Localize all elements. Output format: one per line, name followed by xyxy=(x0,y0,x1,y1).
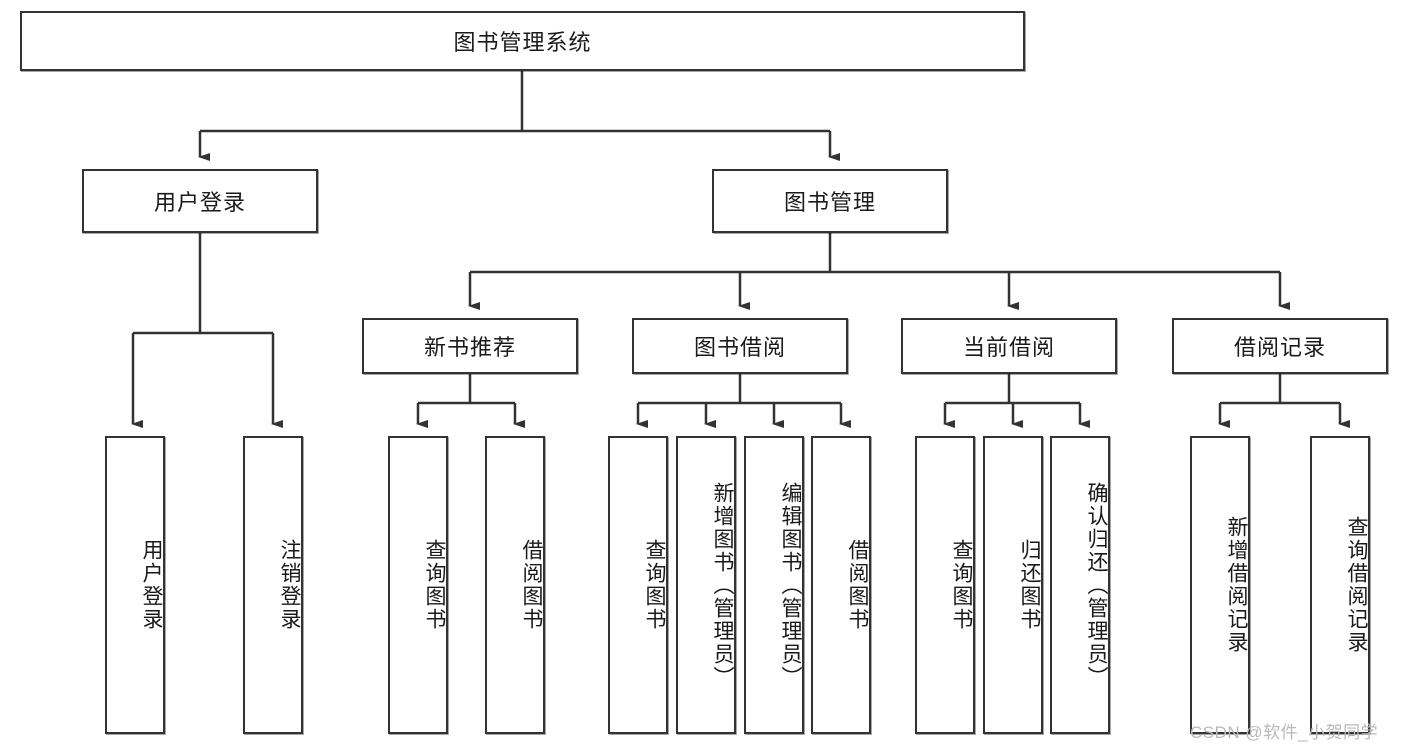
node-borrow-record[interactable]: 借阅记录 xyxy=(1172,318,1388,374)
node-label: 用户登录 xyxy=(153,190,246,215)
leaf-borrow-book-recommend[interactable]: 借阅图书 xyxy=(485,436,545,734)
node-user-login[interactable]: 用户登录 xyxy=(82,169,318,233)
leaf-return-book[interactable]: 归还图书 xyxy=(983,436,1043,734)
node-label: 图书管理系统 xyxy=(453,30,592,55)
node-label: 当前借阅 xyxy=(962,335,1055,360)
watermark-text: CSDN @软件_小贺同学 xyxy=(1190,723,1379,742)
node-label: 确认归还（管理员） xyxy=(1085,481,1108,689)
node-label: 新增图书（管理员） xyxy=(711,481,734,689)
node-label: 编辑图书（管理员） xyxy=(779,481,802,689)
leaf-query-borrow-record[interactable]: 查询借阅记录 xyxy=(1310,436,1370,734)
node-new-book-recommend[interactable]: 新书推荐 xyxy=(362,318,578,374)
leaf-borrow-book[interactable]: 借阅图书 xyxy=(811,436,871,734)
node-label: 新增借阅记录 xyxy=(1225,516,1248,654)
node-label: 查询图书 xyxy=(643,539,666,631)
node-label: 查询借阅记录 xyxy=(1345,516,1368,654)
node-label: 用户登录 xyxy=(140,539,163,631)
leaf-query-book-current[interactable]: 查询图书 xyxy=(915,436,975,734)
node-root-system[interactable]: 图书管理系统 xyxy=(20,11,1025,71)
node-label: 借阅图书 xyxy=(846,539,869,631)
leaf-logout[interactable]: 注销登录 xyxy=(243,436,303,734)
node-label: 图书借阅 xyxy=(693,335,786,360)
leaf-query-book-borrow[interactable]: 查询图书 xyxy=(608,436,668,734)
node-label: 归还图书 xyxy=(1018,539,1041,631)
node-label: 借阅图书 xyxy=(520,539,543,631)
node-label: 查询图书 xyxy=(423,539,446,631)
node-label: 新书推荐 xyxy=(423,335,516,360)
node-label: 借阅记录 xyxy=(1233,335,1326,360)
leaf-edit-book-admin[interactable]: 编辑图书（管理员） xyxy=(744,436,804,734)
node-current-borrow[interactable]: 当前借阅 xyxy=(901,318,1117,374)
leaf-add-book-admin[interactable]: 新增图书（管理员） xyxy=(676,436,736,734)
leaf-query-book-recommend[interactable]: 查询图书 xyxy=(388,436,448,734)
node-label: 注销登录 xyxy=(278,539,301,631)
leaf-add-borrow-record[interactable]: 新增借阅记录 xyxy=(1190,436,1250,734)
leaf-user-login[interactable]: 用户登录 xyxy=(105,436,165,734)
node-label: 图书管理 xyxy=(783,190,876,215)
node-book-management[interactable]: 图书管理 xyxy=(712,169,948,233)
leaf-confirm-return-admin[interactable]: 确认归还（管理员） xyxy=(1050,436,1110,734)
node-book-borrow[interactable]: 图书借阅 xyxy=(632,318,848,374)
node-label: 查询图书 xyxy=(950,539,973,631)
